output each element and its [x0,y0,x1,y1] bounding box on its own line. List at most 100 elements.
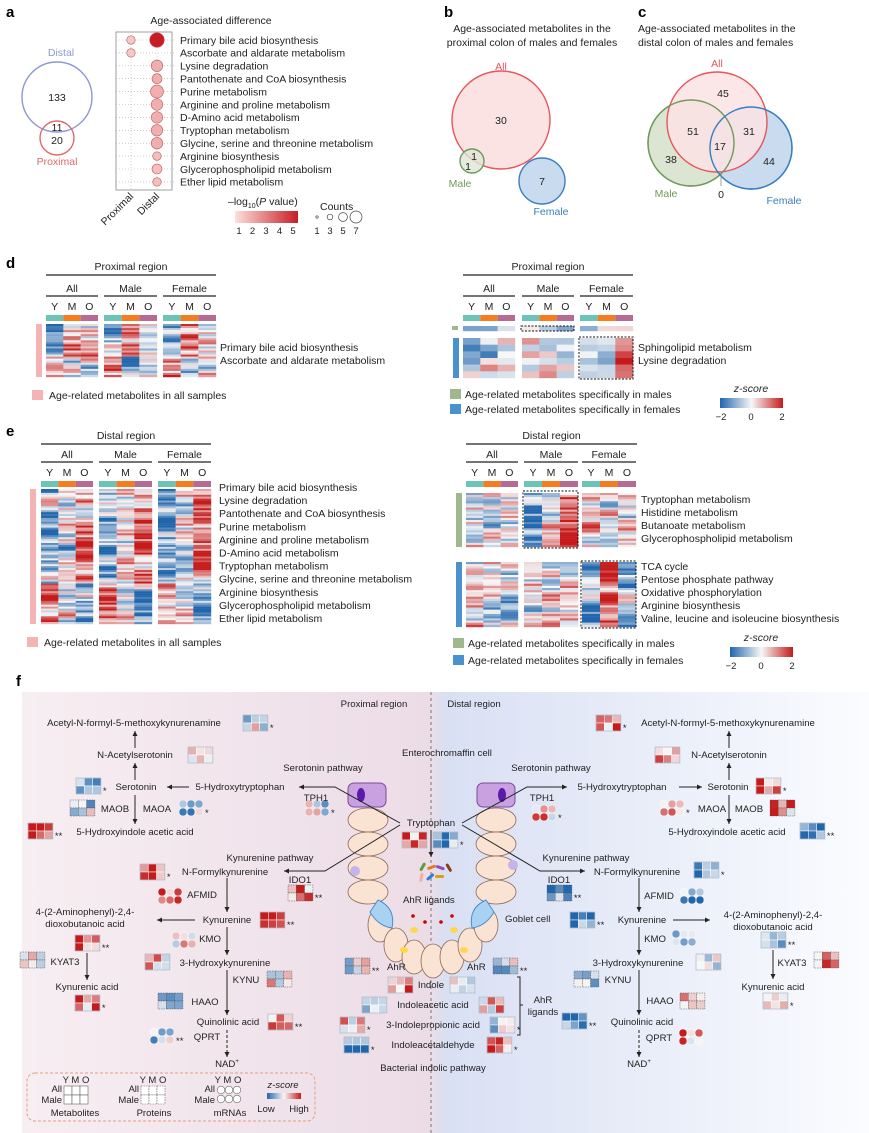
heatmap-cell [542,588,561,591]
heatmap-cell [175,591,194,594]
legend-pvalue-gradient [235,211,298,223]
heatmap-cell [69,799,79,809]
heatmap-cell [486,1044,496,1054]
heatmap-cell [134,616,153,619]
heatmap-cell [560,577,579,580]
pathway-label: Pantothenate and CoA biosynthesis [219,508,385,520]
heatmap-cell [75,490,94,494]
heatmap-cell [134,587,153,590]
node-n-acetylserotonin: N-Acetylserotonin [97,750,173,761]
heatmap-cell [80,348,99,351]
heatmap-cell [99,583,117,586]
label-goblet-cell: Goblet cell [505,914,550,925]
heatmap-cell [193,504,212,507]
heatmap-cell [542,538,561,541]
heatmap-cell [463,371,481,379]
age-label: M [180,467,189,479]
row-annotation-female-specific [456,562,462,627]
heatmap-cell [139,324,158,327]
heatmap-cell [259,714,269,724]
heatmap-cell [116,533,135,536]
heatmap-cell [466,592,484,595]
venn-value-male-only: 1 [465,161,471,173]
enzyme-kyat3: KYAT3 [778,958,807,969]
heatmap-cell [41,498,59,501]
dotplot-pathway-label: Ascorbate and aldarate metabolism [180,48,345,60]
heatmap-cell [134,622,153,625]
heatmap-cell [618,540,637,544]
heatmap-cell [58,523,76,526]
heatmap-cell [104,372,122,376]
heatmap-cell [500,575,519,578]
heatmap-cell [500,511,519,514]
heatmap-cell [58,606,76,609]
heatmap-cell [58,600,76,603]
heatmap-cell [175,529,194,532]
heatmap-cell [560,594,579,597]
heatmap-cell [560,538,579,541]
significance-marker: * [623,723,627,734]
heatmap-cell [600,522,619,525]
heatmap-cell [276,911,286,921]
heatmap-cell [58,539,76,542]
heatmap-cell [134,556,153,559]
heatmap-cell [75,489,94,492]
mrna-cell [194,799,204,809]
heatmap-cell [193,527,212,530]
heatmap-cell [600,620,619,623]
heatmap-cell [63,334,81,337]
enzyme-maoa: MAOA [698,804,727,815]
heatmap-cell [679,1000,689,1010]
heatmap-cell [618,566,637,569]
legend-all-samples: Age-related metabolites in all samples [44,637,221,649]
heatmap-cell [489,1016,499,1026]
heatmap-cell [58,568,76,571]
heatmap-cell [58,498,76,501]
heatmap-cell [478,996,488,1006]
venn-value-all-only: 45 [717,88,729,100]
heatmap-cell [196,746,205,756]
heatmap-cell [193,506,212,509]
heatmap-cell [41,587,59,590]
heatmap-cell [41,523,59,526]
heatmap-cell [500,534,519,537]
mrna-cell [531,812,541,822]
heatmap-cell [74,934,84,944]
heatmap-cell [116,564,135,567]
heatmap-cell [618,562,637,565]
heatmap-cell [80,372,99,376]
heatmap-cell [193,496,212,499]
heatmap-cell [36,951,46,961]
heatmap-cell [63,338,81,341]
heatmap-cell [158,583,176,586]
heatmap-cell [74,1002,84,1012]
age-color-bar [175,481,194,487]
heatmap-cell [522,358,540,365]
heatmap-cell [41,506,59,509]
bacterium-icon [445,863,452,872]
legend-male: Male [118,1095,139,1106]
heatmap-cell [509,957,519,967]
heatmap-cell [158,604,176,607]
node-acetyl-n-formyl-5-methoxykynurenamine: Acetyl-N-formyl-5-methoxykynurenamine [641,718,815,729]
heatmap-cell [41,622,59,625]
heatmap-cell [466,596,484,600]
heatmap-cell [463,358,481,365]
heatmap-cell [497,358,516,365]
heatmap-cell [158,529,176,532]
heatmap-cell [542,572,561,576]
heatmap-cell [663,754,672,764]
heatmap-cell [580,351,598,359]
heatmap-cell [121,350,140,353]
heatmap-cell [99,502,117,505]
heatmap-cell [75,544,94,548]
heatmap-cell [500,596,519,600]
heatmap-cell [75,602,94,605]
heatmap-cell [175,535,194,538]
heatmap-cell [556,326,575,332]
ahr-ligand-dot [411,914,415,918]
heatmap-region-title: Distal region [97,430,156,442]
metabolite-heatmap: * [139,863,171,883]
heatmap-cell [104,352,122,355]
heatmap-cell [41,579,59,582]
